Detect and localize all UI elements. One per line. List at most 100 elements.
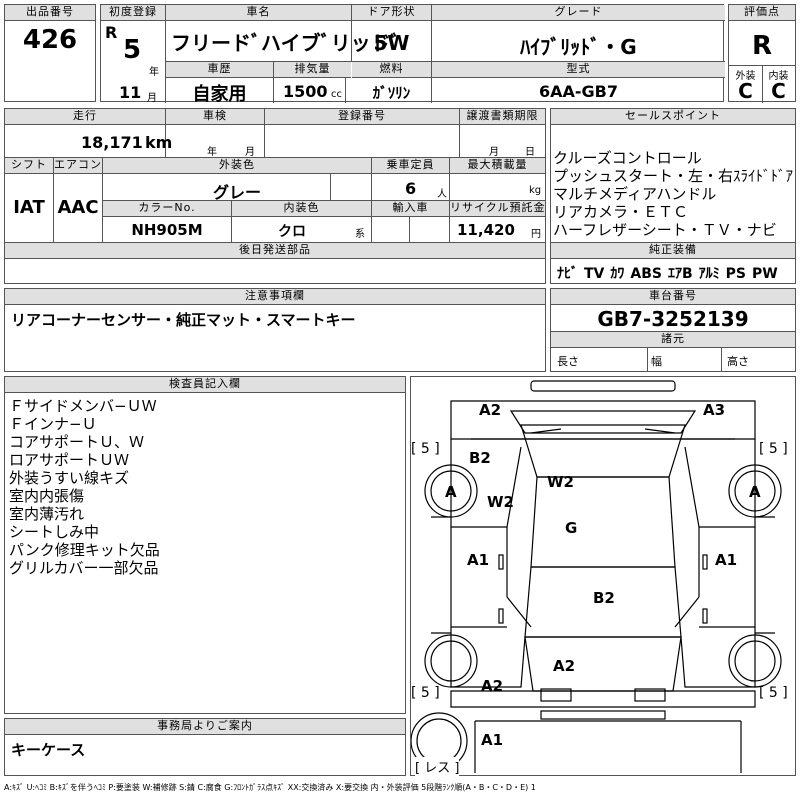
era: R [105, 23, 118, 42]
transfer-label: 譲渡書類期限 [460, 109, 545, 125]
mark-roof: G [565, 519, 578, 537]
mark-rear-roof: B2 [593, 589, 615, 607]
recycle-fee: 11,420 [457, 221, 515, 239]
sales-label: セールスポイント [551, 109, 795, 125]
ac-label: エアコン [54, 158, 102, 174]
recycle-unit: 円 [531, 229, 541, 240]
car-diagram-svg [411, 380, 782, 773]
chassis-number: GB7-3252139 [597, 307, 749, 331]
equip-leather: ｶﾜ [610, 266, 625, 282]
right-fender-outline [684, 439, 756, 528]
model-code: 6AA-GB7 [539, 82, 618, 101]
int-score: C [771, 79, 786, 103]
equip-pw: PW [752, 266, 778, 282]
width-label: 幅 [651, 355, 662, 368]
chassis-label: 車台番号 [551, 289, 795, 305]
color-no-label: カラーNo. [103, 201, 231, 217]
recycle-label: リサイクル預託金 [450, 201, 545, 217]
office-box: 事務局よりご案内 キーケース [4, 718, 406, 776]
inspector-note: シートしみ中 [9, 523, 100, 541]
sales-point: マルチメディアハンドル [553, 185, 717, 203]
mark-wheel-fr: A [749, 483, 761, 501]
reg-year: 5 [123, 35, 142, 65]
sales-box: セールスポイント クルーズコントロール プッシュスタート・左・右ｽﾗｲﾄﾞﾄﾞｱ… [550, 108, 796, 284]
interior-color-suffix: 系 [355, 229, 365, 240]
mark-rear-bumper: A1 [481, 731, 504, 749]
inspector-note: グリルカバー一部欠品 [9, 559, 159, 577]
sales-point: ハーフレザーシート・ＴＶ・ナビ [553, 221, 777, 239]
lot-number-label: 出品番号 [5, 5, 95, 21]
mileage-label: 走行 [5, 109, 165, 125]
equip-alloy: ｱﾙﾐ [698, 266, 720, 282]
equip-ps: PS [725, 266, 746, 282]
displacement: 1500 [283, 82, 328, 101]
month-unit: 月 [147, 93, 157, 104]
later-parts-label: 後日発送部品 [5, 243, 545, 259]
mileage-unit: km [145, 133, 173, 152]
mark-windshield: W2 [547, 473, 574, 491]
inspector-note: Ｆインナ−Ｕ [9, 415, 97, 433]
tire-rr: [ 5 ] [759, 685, 788, 701]
equipment-label: 純正装備 [551, 243, 795, 259]
displacement-label: 排気量 [274, 62, 351, 78]
score: R [751, 31, 773, 61]
shift-label: シフト [5, 158, 53, 174]
cc-unit: cc [331, 89, 342, 100]
year-unit: 年 [149, 67, 159, 78]
details-box: 走行 18,171 km 車検 年 月 登録番号 譲渡書類期限 月 日 シフト … [4, 108, 546, 284]
sales-points-list: クルーズコントロール プッシュスタート・左・右ｽﾗｲﾄﾞﾄﾞｱ マルチメディアハ… [553, 149, 793, 239]
history-label: 車歴 [166, 62, 273, 78]
car-name-label: 車名 [166, 5, 351, 21]
model-label: 型式 [432, 62, 725, 78]
lot-number: 426 [22, 25, 78, 55]
sales-point: リアカメラ・ＥＴＣ [553, 203, 689, 221]
shaken-label: 車検 [166, 109, 264, 125]
vehicle-info-box: 初度登録 R 5 年 11 月 車名 フリードﾞハイブﾞリッドﾞ ドア形状 5W… [100, 4, 725, 105]
ext-score: C [738, 79, 753, 103]
plate-label: 登録番号 [265, 109, 459, 125]
lot-number-box: 出品番号 426 [4, 4, 96, 102]
inspector-box: 検査員記入欄 Ｆサイドメンバ−ＵＷ Ｆインナ−Ｕ コアサポートＵ、Ｗ ロアサポー… [4, 376, 406, 714]
rear-quarter-outline [450, 627, 756, 688]
mark-rear-left: A2 [481, 677, 504, 695]
shaken-month-unit: 月 [245, 147, 255, 158]
shaken-year-unit: 年 [207, 147, 217, 158]
chassis-box: 車台番号 GB7-3252139 諸元 長さ 幅 高さ [550, 288, 796, 372]
mileage: 18,171 [81, 133, 143, 152]
fuel-label: 燃料 [352, 62, 431, 78]
fuel: ｶﾞｿﾘﾝ [372, 84, 411, 102]
int-color-label: 内装色 [232, 201, 371, 217]
load-label: 最大積載量 [450, 158, 545, 174]
mark-front-left: A2 [479, 401, 502, 419]
equip-tv: TV [584, 266, 605, 282]
inspector-note: ロアサポートＵＷ [9, 451, 130, 469]
capacity-label: 乗車定員 [372, 158, 449, 174]
door-outline [450, 527, 756, 628]
inspector-note: 外装うすい線キズ [9, 469, 130, 487]
import-label: 輸入車 [372, 201, 449, 217]
aircon: AAC [57, 197, 99, 218]
transfer-month-unit: 月 [489, 147, 499, 158]
inspector-note: パンク修理キット欠品 [9, 541, 160, 559]
spare-tire-status: [ レス ] [415, 757, 460, 776]
reg-month: 11 [119, 83, 142, 102]
car-name: フリードﾞハイブﾞリッドﾞ [171, 31, 401, 55]
mark-wheel-fl: A [445, 483, 457, 501]
transfer-day-unit: 日 [525, 147, 535, 158]
ext-color-label: 外装色 [103, 158, 371, 174]
grade-label: グレード [432, 5, 725, 21]
capacity: 6 [405, 179, 417, 198]
specs-label: 諸元 [551, 332, 795, 348]
inspector-notes: Ｆサイドメンバ−ＵＷ Ｆインナ−Ｕ コアサポートＵ、Ｗ ロアサポートＵＷ 外装う… [9, 397, 160, 577]
office-label: 事務局よりご案内 [5, 719, 405, 735]
door-label: ドア形状 [352, 5, 431, 21]
mark-left-door: A1 [467, 551, 490, 569]
inspector-note: コアサポートＵ、Ｗ [9, 433, 145, 451]
height-label: 高さ [727, 355, 749, 368]
mark-right-door: A1 [715, 551, 738, 569]
equip-navi: ﾅﾋﾞ [557, 266, 578, 282]
equip-airbag: ｴｱB [667, 266, 693, 282]
equip-abs: ABS [630, 266, 662, 282]
damage-diagram: A2 A3 B2 A A W2 W2 G A1 A1 B2 A2 A2 A1 [… [410, 376, 796, 776]
tire-rl: [ 5 ] [411, 685, 440, 701]
